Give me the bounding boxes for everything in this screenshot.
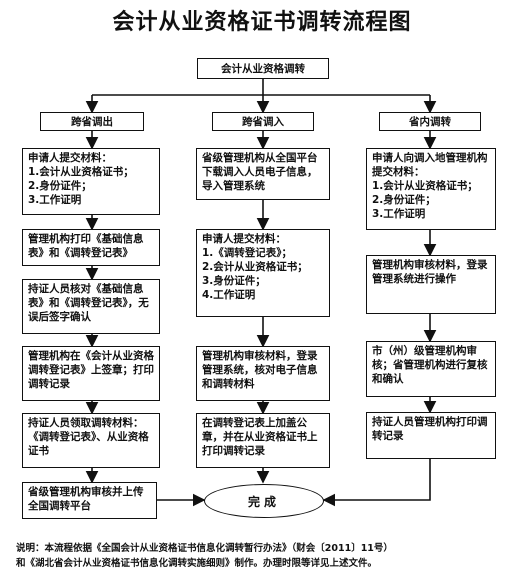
middle-step-1: 省级管理机构从全国平台下载调入人员电子信息，导入管理系统 xyxy=(196,148,330,200)
middle-step-1-text: 省级管理机构从全国平台下载调入人员电子信息，导入管理系统 xyxy=(202,152,318,192)
left-step-4-text: 管理机构在《会计从业资格调转登记表》上签章；打印调转记录 xyxy=(28,350,154,390)
middle-step-4-text: 在调转登记表上加盖公章，并在从业资格证书上打印调转记录 xyxy=(202,417,318,457)
left-step-5: 持证人员领取调转材料：《调转登记表》、从业资格证书 xyxy=(22,413,160,468)
right-step-1-line-1: 1.会计从业资格证书； xyxy=(372,180,478,192)
page-title: 会计从业资格证书调转流程图 xyxy=(112,10,412,35)
middle-step-2-line-3: 3.身份证件； xyxy=(202,275,266,287)
left-step-1-line-3: 3.工作证明 xyxy=(28,194,82,206)
right-step-1-header: 申请人向调入地管理机构提交材料： xyxy=(372,152,488,178)
flow-end-label: 完成 xyxy=(247,494,280,509)
left-step-1-line-1: 1.会计从业资格证书； xyxy=(28,166,134,178)
left-step-1-header: 申请人提交材料： xyxy=(28,152,112,164)
middle-step-2-line-4: 4.工作证明 xyxy=(202,289,256,301)
right-step-1-line-2: 2.身份证件； xyxy=(372,194,436,206)
branch-left-label: 跨省调出 xyxy=(71,115,113,128)
right-step-1: 申请人向调入地管理机构提交材料： 1.会计从业资格证书； 2.身份证件； 3.工… xyxy=(366,148,496,230)
branch-left-box: 跨省调出 xyxy=(40,112,144,131)
right-step-4-text: 持证人员管理机构打印调转记录 xyxy=(372,416,488,442)
left-step-3-text: 持证人员核对《基础信息表》和《调转登记表》，无误后签字确认 xyxy=(28,283,149,323)
right-step-3: 市（州）级管理机构审核；省管理机构进行复核和确认 xyxy=(366,341,496,397)
footnote: 说明：本流程依据《全国会计从业资格证书信息化调转暂行办法》（财会〔2011〕11… xyxy=(16,541,516,571)
left-step-2: 管理机构打印《基础信息表》和《调转登记表》 xyxy=(22,229,160,266)
middle-step-2: 申请人提交材料： 1.《调转登记表》； 2.会计从业资格证书； 3.身份证件； … xyxy=(196,229,330,317)
middle-step-2-line-2: 2.会计从业资格证书； xyxy=(202,261,308,273)
flow-end-oval: 完成 xyxy=(204,484,324,518)
flow-start-label: 会计从业资格调转 xyxy=(221,62,305,75)
left-step-2-text: 管理机构打印《基础信息表》和《调转登记表》 xyxy=(28,233,144,259)
footnote-line-1: 说明：本流程依据《全国会计从业资格证书信息化调转暂行办法》（财会〔2011〕11… xyxy=(16,543,393,554)
left-step-5-text: 持证人员领取调转材料：《调转登记表》、从业资格证书 xyxy=(28,417,149,457)
left-step-1-line-2: 2.身份证件； xyxy=(28,180,92,192)
right-step-3-text: 市（州）级管理机构审核；省管理机构进行复核和确认 xyxy=(372,345,488,385)
branch-right-box: 省内调转 xyxy=(379,112,481,131)
middle-step-2-header: 申请人提交材料： xyxy=(202,233,286,245)
right-step-4: 持证人员管理机构打印调转记录 xyxy=(366,412,496,459)
left-step-6: 省级管理机构审核并上传全国调转平台 xyxy=(22,482,157,519)
right-step-2: 管理机构审核材料，登录管理系统进行操作 xyxy=(366,255,496,314)
branch-middle-box: 跨省调入 xyxy=(212,112,314,131)
right-step-1-line-3: 3.工作证明 xyxy=(372,208,426,220)
footnote-line-2: 和《湖北省会计从业资格证书信息化调转实施细则》制作。办理时限等详见上述文件。 xyxy=(16,558,378,569)
left-step-6-text: 省级管理机构审核并上传全国调转平台 xyxy=(28,486,144,512)
left-step-3: 持证人员核对《基础信息表》和《调转登记表》，无误后签字确认 xyxy=(22,279,160,334)
branch-right-label: 省内调转 xyxy=(409,115,451,128)
middle-step-3-text: 管理机构审核材料，登录管理系统，核对电子信息和调转材料 xyxy=(202,350,318,390)
right-step-2-text: 管理机构审核材料，登录管理系统进行操作 xyxy=(372,259,488,285)
flow-start-box: 会计从业资格调转 xyxy=(197,58,329,79)
left-step-4: 管理机构在《会计从业资格调转登记表》上签章；打印调转记录 xyxy=(22,346,160,401)
branch-middle-label: 跨省调入 xyxy=(242,115,284,128)
left-step-1: 申请人提交材料： 1.会计从业资格证书； 2.身份证件； 3.工作证明 xyxy=(22,148,160,215)
middle-step-2-line-1: 1.《调转登记表》； xyxy=(202,247,293,259)
middle-step-3: 管理机构审核材料，登录管理系统，核对电子信息和调转材料 xyxy=(196,346,330,401)
middle-step-4: 在调转登记表上加盖公章，并在从业资格证书上打印调转记录 xyxy=(196,413,330,468)
